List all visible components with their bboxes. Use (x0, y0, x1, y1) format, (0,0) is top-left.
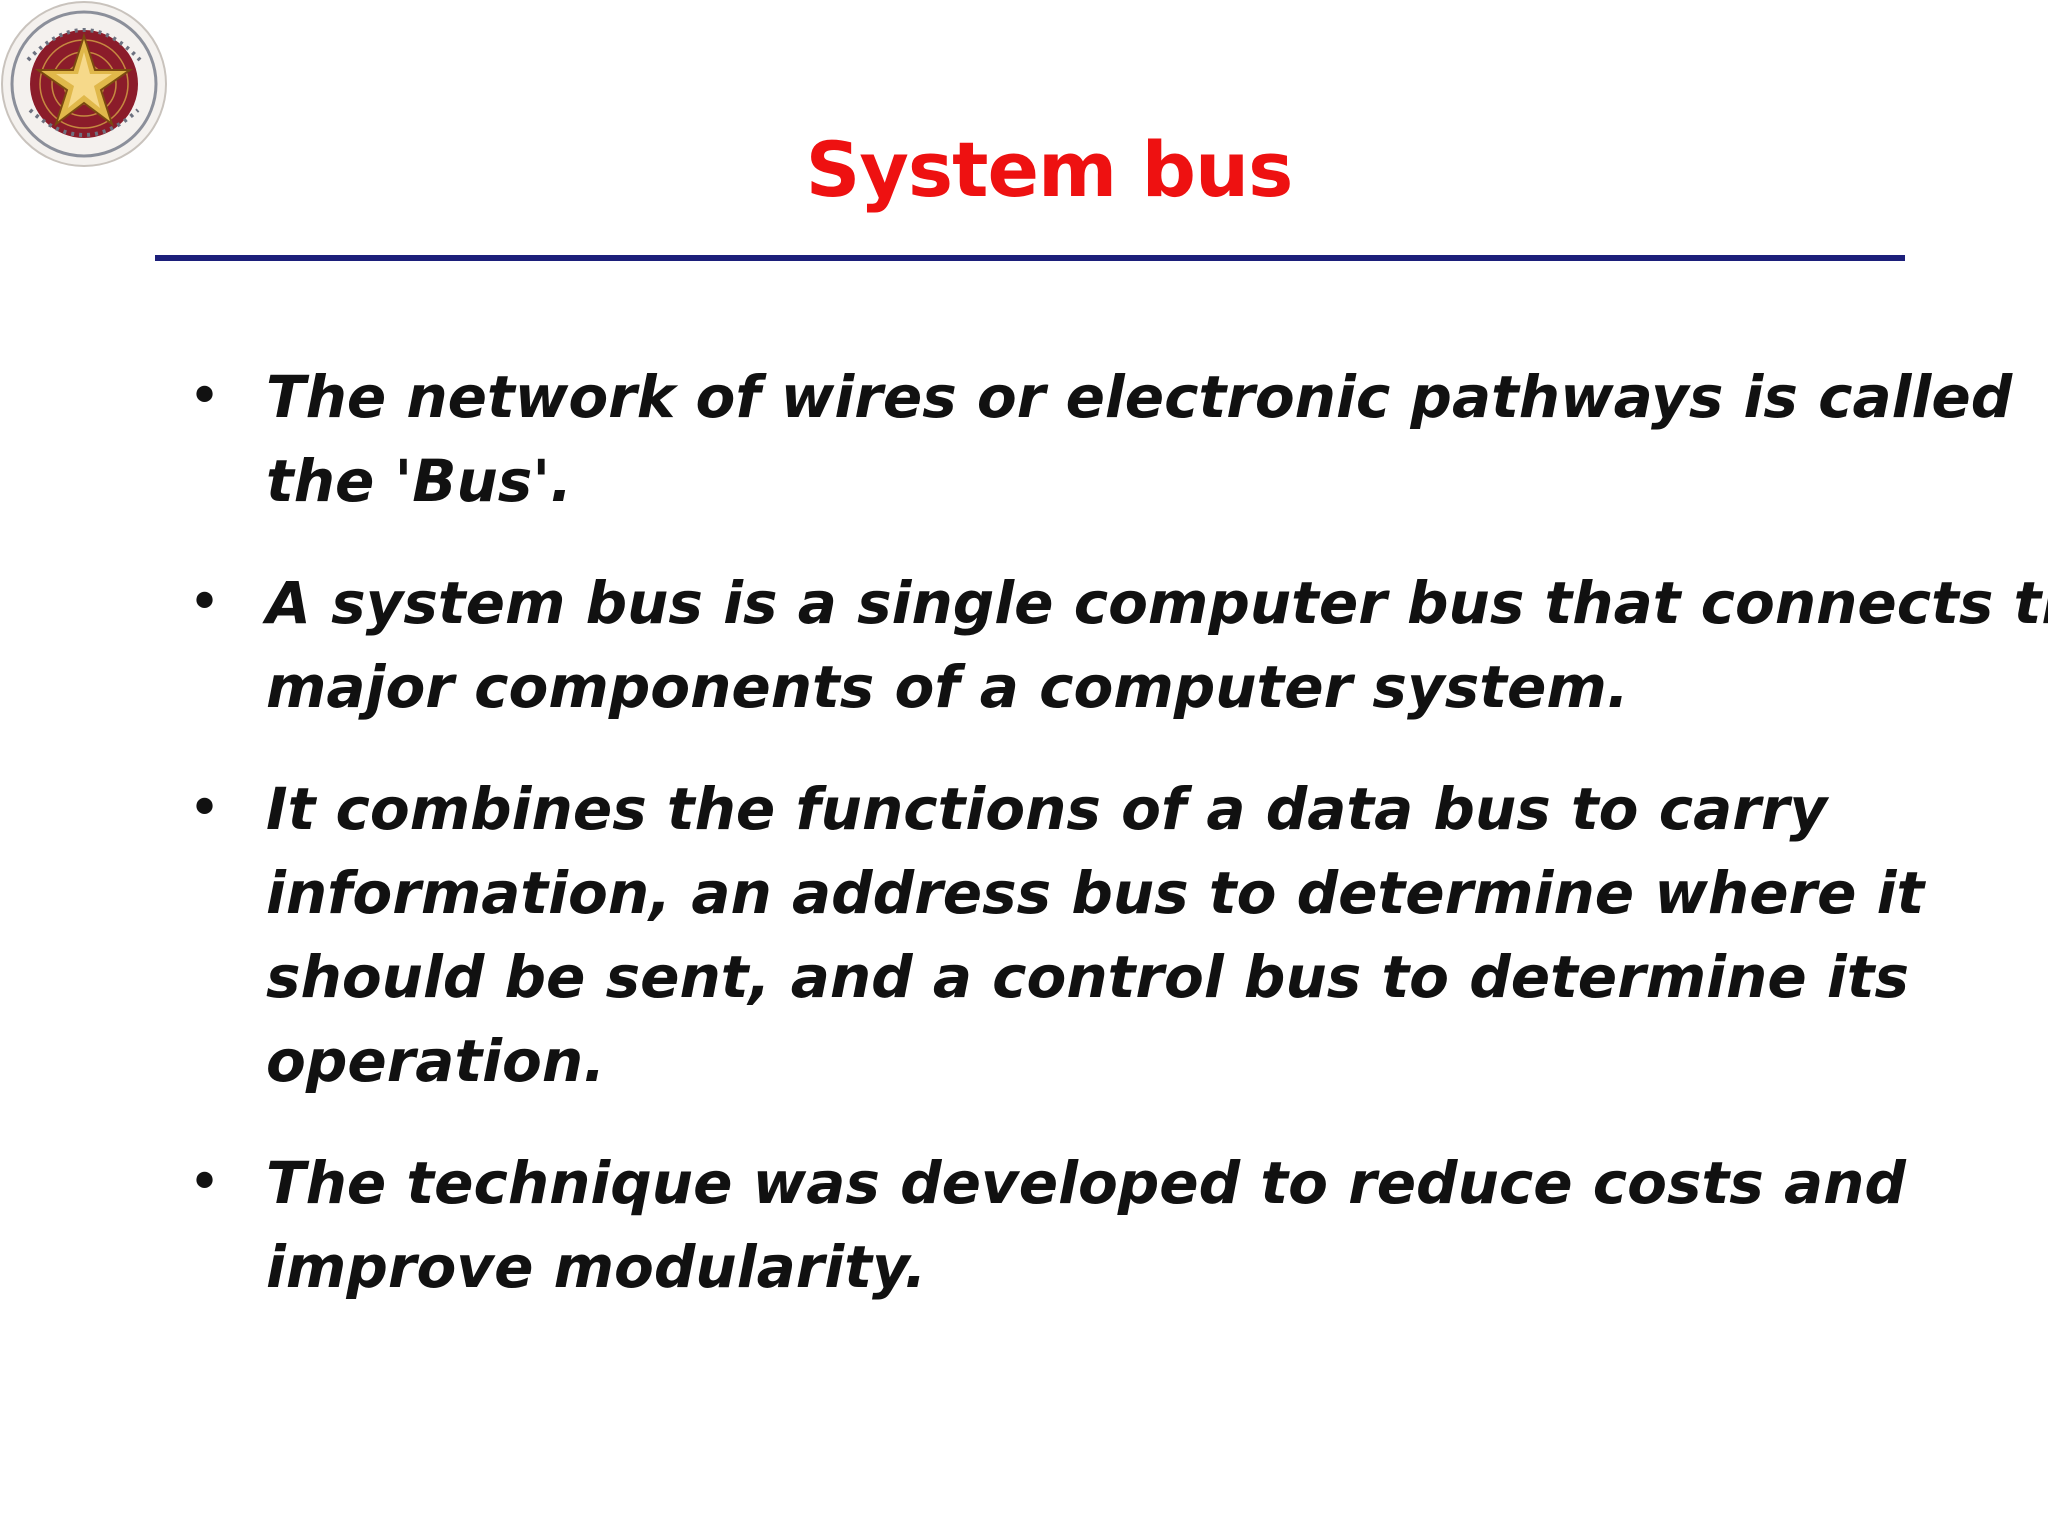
bullet-text-line: the 'Bus'. (266, 447, 573, 515)
bullet-item: • A system bus is a single computer bus … (180, 561, 2048, 729)
bullet-item: • The network of wires or electronic pat… (180, 355, 2013, 523)
bullet-text-line: operation. (266, 1027, 606, 1095)
bullet-text-line: A system bus is a single computer bus th… (266, 569, 2048, 637)
bullet-item: • The technique was developed to reduce … (180, 1141, 1906, 1309)
bullet-text-line: information, an address bus to determine… (266, 859, 1925, 927)
bullet-list: • The network of wires or electronic pat… (180, 355, 2048, 1347)
bullet-item: • It combines the functions of a data bu… (180, 767, 1925, 1103)
bullet-text-line: major components of a computer system. (266, 653, 1629, 721)
bullet-text-line: It combines the functions of a data bus … (266, 775, 1828, 843)
bullet-marker: • (188, 570, 222, 635)
bullet-marker: • (188, 776, 222, 841)
bullet-text-line: should be sent, and a control bus to det… (266, 943, 1910, 1011)
bullet-text-line: The technique was developed to reduce co… (266, 1149, 1906, 1217)
university-seal-icon (1, 1, 167, 167)
bullet-text-line: improve modularity. (266, 1233, 927, 1301)
title-divider (155, 255, 1905, 261)
bullet-marker: • (188, 1150, 222, 1215)
slide-title: System bus (805, 125, 1294, 214)
bullet-marker: • (188, 364, 222, 429)
bullet-text-line: The network of wires or electronic pathw… (266, 363, 2013, 431)
